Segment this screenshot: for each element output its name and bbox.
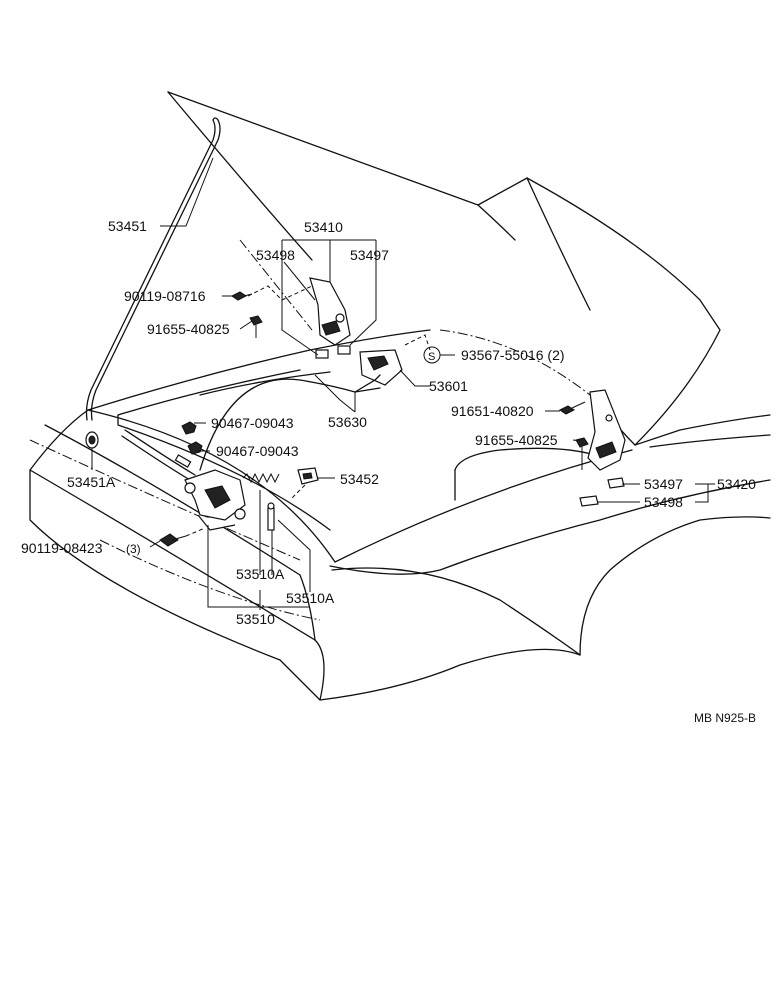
hood-hinge-right <box>579 389 626 507</box>
label-90119-08423-qty: (3) <box>126 542 141 556</box>
hood-support-rod <box>85 117 221 421</box>
label-53498-top: 53498 <box>256 247 295 263</box>
label-53498-right: 53498 <box>644 494 683 510</box>
label-91655-40825-right: 91655-40825 <box>475 432 558 448</box>
latch-bracket <box>354 334 431 393</box>
hood-cushion <box>85 431 99 449</box>
right-hinge-bolt-icon <box>559 401 586 415</box>
label-53630: 53630 <box>328 414 367 430</box>
label-91655-40825-top: 91655-40825 <box>147 321 230 337</box>
s-mark-label: S <box>428 351 435 363</box>
label-53451A: 53451A <box>67 474 116 490</box>
car-body-outline <box>29 91 771 701</box>
label-53601: 53601 <box>429 378 468 394</box>
label-90119-08716: 90119-08716 <box>124 288 206 304</box>
hood-lock-assembly <box>184 469 280 531</box>
release-cable <box>121 378 381 481</box>
cable-clamp-upper <box>181 421 197 435</box>
leader-lines <box>91 157 715 610</box>
label-53497-right: 53497 <box>644 476 683 492</box>
latch-clip <box>291 467 319 499</box>
diagram-code: MB N925-B <box>694 711 756 725</box>
label-53410: 53410 <box>304 219 343 235</box>
label-91651-40820: 91651-40820 <box>451 403 534 419</box>
right-hinge-nut-icon <box>575 437 589 470</box>
hood-hinge-left <box>247 277 351 359</box>
label-53451: 53451 <box>108 218 147 234</box>
label-53497-top: 53497 <box>350 247 389 263</box>
hinge-bolt-icon <box>231 291 253 301</box>
label-53420: 53420 <box>717 476 756 492</box>
label-53452: 53452 <box>340 471 379 487</box>
label-90119-08423: 90119-08423 <box>21 540 103 556</box>
part-labels: 53451 53410 53498 53497 90119-08716 9165… <box>21 218 756 725</box>
hinge-nut-icon <box>249 315 263 338</box>
label-53510A-a: 53510A <box>236 566 285 582</box>
label-90467-09043-a: 90467-09043 <box>211 415 294 431</box>
label-93567-55016: 93567-55016 (2) <box>461 347 565 363</box>
label-53510A-b: 53510A <box>286 590 335 606</box>
lock-bolt-icon <box>159 527 206 547</box>
label-90467-09043-b: 90467-09043 <box>216 443 299 459</box>
label-53510: 53510 <box>236 611 275 627</box>
